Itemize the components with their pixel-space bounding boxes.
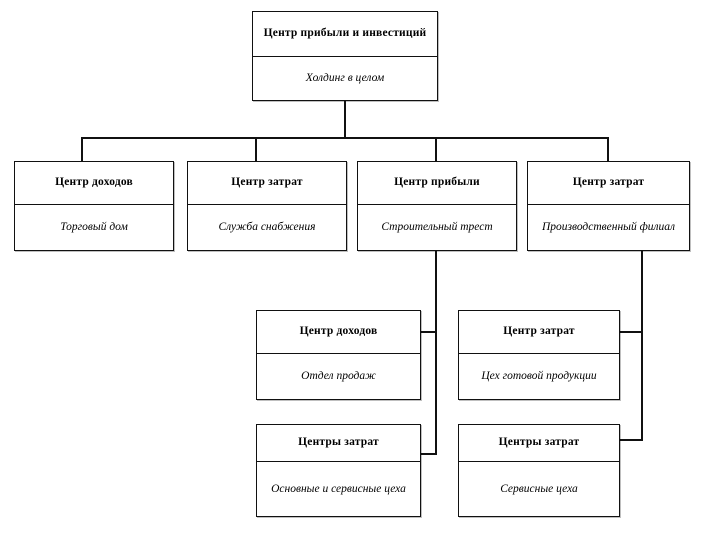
- node-level2-3-title: Центр прибыли: [358, 162, 516, 205]
- connector-level2-3-spine: [435, 251, 437, 455]
- node-level3-left-2[interactable]: Центры затрат Основные и сервисные цеха: [256, 424, 421, 517]
- node-level3-left-1[interactable]: Центр доходов Отдел продаж: [256, 310, 421, 400]
- connector-root-drop: [344, 101, 346, 138]
- node-level2-1-subtitle: Торговый дом: [60, 221, 128, 234]
- connector-level2-4-to-child-2: [619, 439, 643, 441]
- connector-bus-to-node-2: [255, 137, 257, 161]
- node-level3-right-1[interactable]: Центр затрат Цех готовой продукции: [458, 310, 620, 400]
- node-level2-3-subtitle: Строительный трест: [381, 221, 493, 234]
- node-level3-left-1-title: Центр доходов: [257, 311, 420, 354]
- connector-level2-4-to-child-1: [619, 331, 643, 333]
- node-level3-right-2-subtitle: Сервисные цеха: [500, 482, 578, 495]
- node-level3-right-2-title: Центры затрат: [459, 425, 619, 462]
- node-root-title: Центр прибыли и инвестиций: [253, 12, 437, 57]
- node-level2-4-subtitle: Производственный филиал: [541, 221, 676, 234]
- connector-level2-3-to-child-2: [420, 453, 437, 455]
- connector-level2-3-to-child-1: [420, 331, 437, 333]
- node-level2-2[interactable]: Центр затрат Служба снабжения: [187, 161, 347, 251]
- node-level2-1-title: Центр доходов: [15, 162, 173, 205]
- connector-level2-bus: [81, 137, 608, 139]
- node-level2-4[interactable]: Центр затрат Производственный филиал: [527, 161, 690, 251]
- node-level3-left-1-subtitle: Отдел продаж: [301, 370, 376, 383]
- node-level2-4-title: Центр затрат: [528, 162, 689, 205]
- node-level3-right-1-title: Центр затрат: [459, 311, 619, 354]
- node-root-subtitle: Холдинг в целом: [305, 72, 385, 85]
- connector-bus-to-node-3: [435, 137, 437, 161]
- node-level3-right-1-subtitle: Цех готовой продукции: [481, 370, 597, 383]
- node-level2-2-subtitle: Служба снабжения: [218, 221, 316, 234]
- node-root[interactable]: Центр прибыли и инвестиций Холдинг в цел…: [252, 11, 438, 101]
- node-level2-2-title: Центр затрат: [188, 162, 346, 205]
- connector-bus-to-node-4: [607, 137, 609, 161]
- node-level2-3[interactable]: Центр прибыли Строительный трест: [357, 161, 517, 251]
- node-level3-right-2[interactable]: Центры затрат Сервисные цеха: [458, 424, 620, 517]
- connector-level2-4-spine: [641, 251, 643, 441]
- node-level2-1[interactable]: Центр доходов Торговый дом: [14, 161, 174, 251]
- connector-bus-to-node-1: [81, 137, 83, 161]
- node-level3-left-2-subtitle: Основные и сервисные цеха: [271, 482, 406, 495]
- node-level3-left-2-title: Центры затрат: [257, 425, 420, 462]
